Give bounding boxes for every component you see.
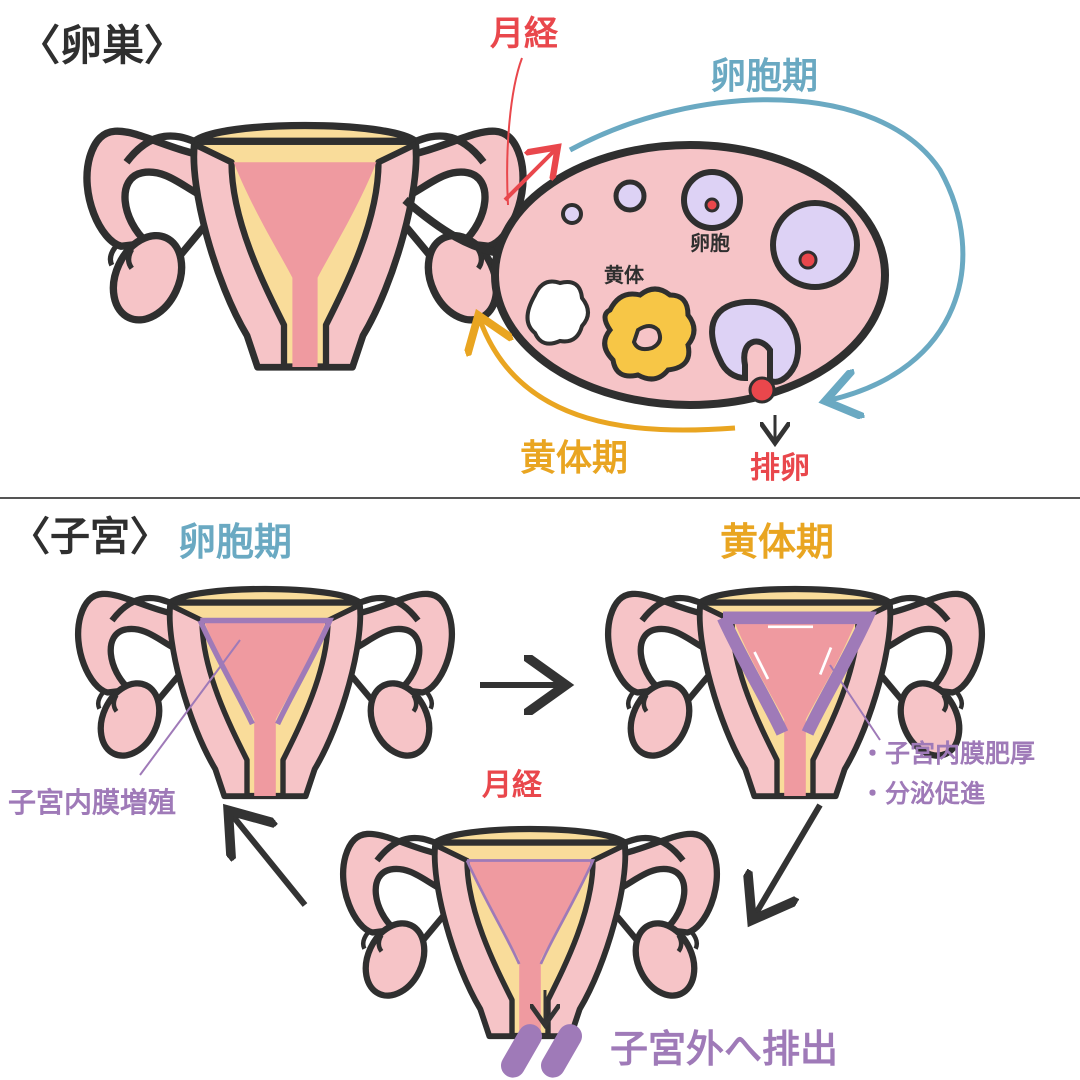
luteal-note-secretion: ・分泌促進 — [860, 779, 985, 808]
discharge-blob-right — [541, 1024, 582, 1078]
uterus-follicular-phase-label: 卵胞期 — [178, 520, 292, 564]
arrow-luteal-to-menstrual — [755, 803, 823, 915]
uterus-luteal-phase-label: 黄体期 — [720, 520, 834, 564]
luteal-phase-arrow — [480, 320, 736, 433]
discharge-blob-left — [501, 1024, 542, 1078]
released-egg — [748, 376, 776, 404]
medium-follicle-egg — [704, 197, 720, 213]
luteal-notes-pointer — [829, 664, 881, 741]
ovary-menstruation-line — [506, 57, 523, 206]
uterus-menstruation-label: 月経 — [482, 768, 543, 803]
corpus-albicans — [525, 279, 590, 346]
corpus-luteum-label: 黄体 — [604, 263, 645, 287]
ovary-header: 〈卵巣〉 — [18, 21, 186, 70]
big-ovary: 卵胞 黄体 — [491, 141, 889, 409]
luteal-uterus — [608, 589, 982, 796]
ovary-uterus-illustration — [87, 126, 523, 368]
uterus-header: 〈子宮〉 — [10, 514, 170, 560]
ovary-menstruation-label: 月経 — [490, 14, 559, 54]
uterus-section: 〈子宮〉 卵胞期 黄体期 月経 子宮内膜増殖 — [8, 514, 1035, 1078]
menstrual-uterus — [343, 829, 717, 1036]
rupturing-follicle — [709, 298, 802, 385]
small-follicle-dot — [561, 203, 583, 225]
endometrium-proliferation-label: 子宮内膜増殖 — [8, 786, 176, 819]
proliferation-pointer — [139, 639, 241, 776]
luteal-note-thickening: ・子宮内膜肥厚 — [860, 739, 1035, 768]
ovary-section: 〈卵巣〉 卵胞 黄体 月経 — [18, 14, 966, 486]
large-follicle — [770, 200, 860, 290]
ovary-follicular-phase-label: 卵胞期 — [710, 56, 818, 97]
large-follicle-egg — [798, 250, 818, 270]
ovary-luteal-phase-label: 黄体期 — [520, 438, 628, 479]
small-follicle — [613, 179, 647, 213]
follicular-uterus — [78, 589, 452, 796]
arrow-menstrual-to-follicular — [232, 815, 308, 907]
follicle-label: 卵胞 — [690, 231, 730, 255]
discharge-label: 子宮外へ排出 — [610, 1027, 838, 1071]
follicular-phase-arrow — [568, 97, 966, 400]
ovary-menstruation-arrow — [503, 150, 555, 202]
ovulation-label: 排卵 — [750, 451, 810, 486]
